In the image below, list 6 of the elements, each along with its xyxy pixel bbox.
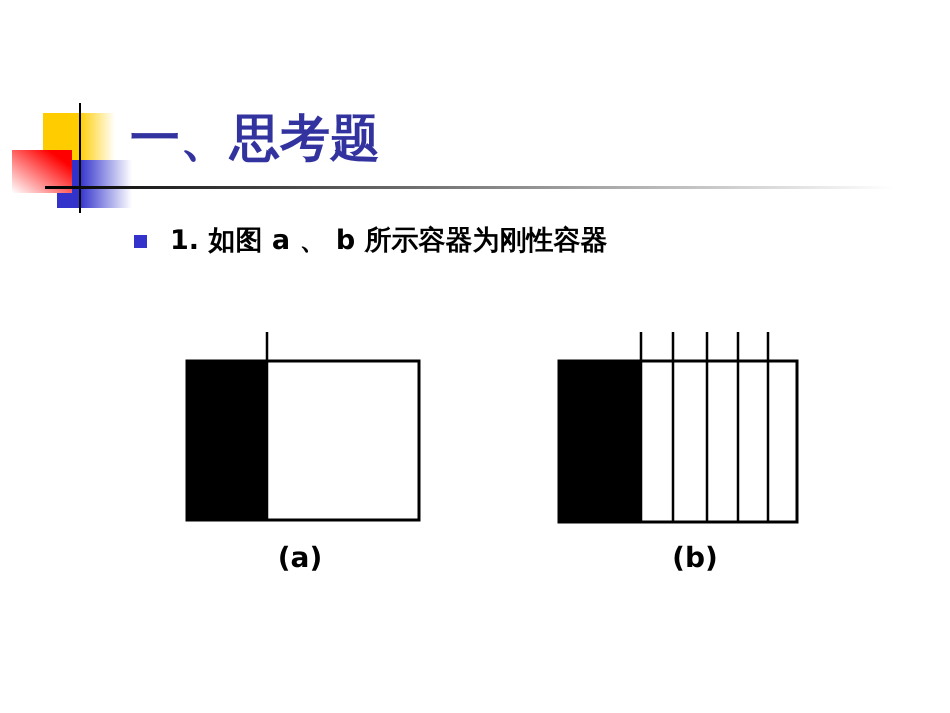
- figure-caption: (b): [671, 540, 719, 576]
- title: 一、思考题: [130, 108, 380, 168]
- question-text: 1. 如图 a 、 b 所示容器为刚性容器: [170, 224, 608, 258]
- figure-caption: (a): [276, 540, 324, 576]
- container-drawing: [185, 331, 421, 522]
- container-drawing: [557, 331, 799, 524]
